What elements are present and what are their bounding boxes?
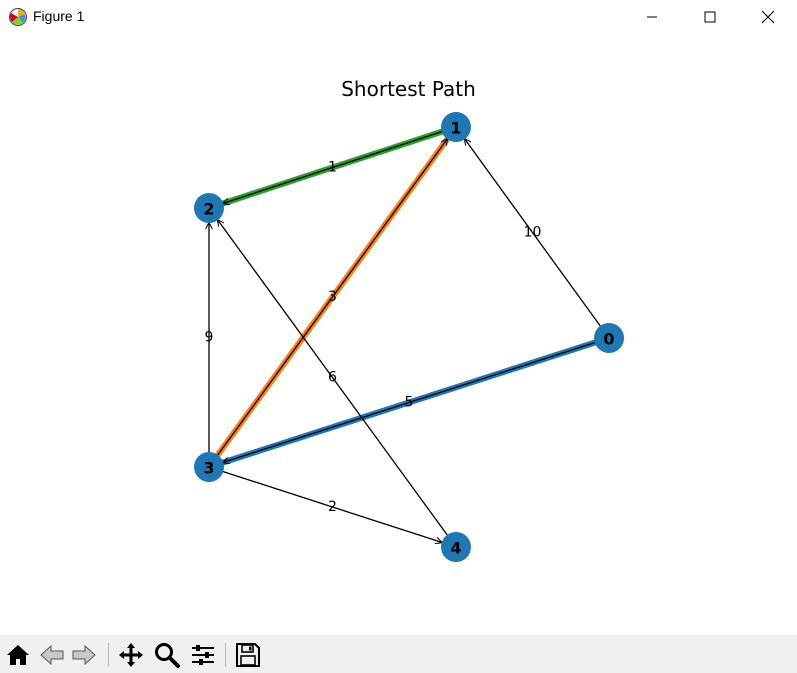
node-label-0: 0 [603,330,614,349]
forward-icon [72,644,96,666]
edge-weight-label-0-1: 10 [524,225,542,241]
configure-subplots-button[interactable] [189,641,217,669]
edge-weight-label-3-1: 3 [328,289,337,305]
configure-subplots-icon [192,645,214,665]
edge-0-1 [465,139,610,339]
back-button[interactable] [38,641,66,669]
figure-title: Shortest Path [341,77,476,101]
node-0 [594,323,624,353]
figure-canvas[interactable]: Shortest Path 0 1 2 3 4 10 5 1 3 9 2 6 [0,34,797,635]
window-titlebar: Figure 1 [0,0,797,34]
graph-plot: 0 1 2 3 4 10 5 1 3 9 2 6 [194,112,624,562]
edge-3-1 [208,139,447,468]
navigation-toolbar [0,635,797,673]
zoom-button[interactable] [153,641,181,669]
maximize-button[interactable] [687,0,733,34]
node-3 [194,452,224,482]
edge-weight-label-3-4: 2 [328,499,337,515]
pan-button[interactable] [117,641,145,669]
home-icon [7,645,29,665]
back-icon [40,644,64,666]
close-icon [761,10,775,24]
toolbar-separator [108,643,109,667]
edge-1-2 [223,126,457,203]
edge-weight-label-0-3: 5 [405,395,414,411]
node-4 [441,532,471,562]
save-icon [236,643,260,667]
maximize-icon [704,11,716,23]
toolbar-separator [225,643,226,667]
home-button[interactable] [4,641,32,669]
edge-weight-label-3-2: 9 [205,330,214,346]
edge-weight-label-1-2: 1 [328,160,337,176]
edge-3-4 [208,466,442,542]
zoom-icon [155,643,180,668]
close-button[interactable] [745,0,791,34]
node-label-1: 1 [450,119,461,138]
matplotlib-icon [8,7,28,27]
node-label-4: 4 [450,539,461,558]
forward-button[interactable] [70,641,98,669]
node-label-2: 2 [203,200,214,219]
minimize-button[interactable] [629,0,675,34]
edge-weight-label-4-2: 6 [328,370,337,386]
edge-4-2 [218,220,457,548]
pan-icon [119,643,143,667]
window-title: Figure 1 [33,8,85,24]
save-button[interactable] [234,641,262,669]
node-label-3: 3 [203,459,214,478]
minimize-icon [647,16,657,18]
edge-0-3 [223,337,610,462]
node-1 [441,112,471,142]
node-2 [194,193,224,223]
